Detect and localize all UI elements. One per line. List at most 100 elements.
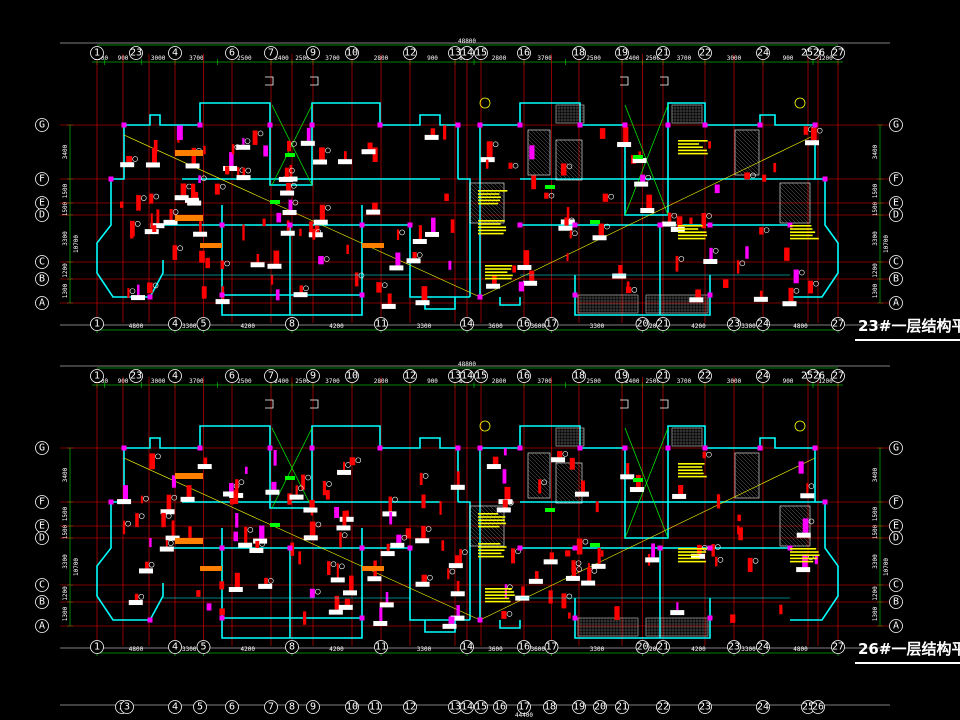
axis-bubble-top-22: 22 [698,46,712,60]
hatch-line [546,129,551,134]
axis-bubble-circle [403,700,417,714]
annotation-block [678,225,708,240]
annotation-block [478,190,508,205]
axis-bubble-circle [264,46,278,60]
axis-bubble-circle [264,369,278,383]
column-tag [672,493,687,499]
column-mark [814,555,818,565]
column-mark [376,282,382,293]
bottom-dimension-value: 4200 [329,323,344,330]
column-mark [521,586,525,596]
axis-bubble-circle [460,700,474,714]
hatch-shaft-3 [734,452,760,499]
hatch-line [469,513,503,547]
column-mark [448,260,452,270]
left-dimension-value: 3300 [62,554,69,569]
column-marker [325,204,331,211]
column-marker [416,252,423,258]
column-mark [502,469,507,484]
axis-label: 24 [757,642,769,653]
column-tag [236,144,251,150]
hatch-line [555,494,565,504]
axis-bubble-circle [698,700,712,714]
column-mark [322,480,327,496]
hatch-line [787,182,811,206]
hatch-line [555,482,577,504]
column-mark [418,225,422,240]
beam-segment [362,566,384,571]
axis-bubble-top-1: 1 [90,46,104,60]
column-mark [450,219,455,233]
hatch-line [734,485,748,499]
column-mark [646,194,653,209]
annotation-line [678,551,707,553]
axis-bubble-top-15: 15 [474,46,488,60]
column-tag [267,263,282,269]
wall-left-south [163,547,470,621]
axis-bubble-row-E: E [35,519,49,533]
bottom-dimension-value: 4200 [329,646,344,653]
axis-label: 8 [289,702,295,713]
axis-bubble-top-23: 23 [129,46,143,60]
annotation-line [678,225,703,227]
axis-bubble-circle [889,118,903,132]
column-marker [201,175,207,182]
column-mark [186,485,192,497]
cropped-next-plan-axes: 2345678910111213141516171819202122232425… [60,700,890,719]
column-mark [242,138,245,145]
column-mark [237,167,240,177]
hatch-line [779,525,801,547]
column-mark [188,526,192,541]
column-tag [238,542,253,548]
column-mark [244,466,248,474]
annotation-line [485,600,511,603]
column-tag [592,235,607,241]
axis-bubble-top-10: 10 [345,369,359,383]
annotation-line [790,228,813,230]
axis-label: 4 [172,319,178,330]
plan-title-23: 23#一层结构平面 [858,317,960,335]
column-mark [512,265,517,273]
annotation-line [478,546,507,548]
column-marker [153,193,160,200]
structural-column [407,545,413,551]
column-mark [597,547,601,564]
axis-bubble-circle [474,369,488,383]
column-mark [723,279,729,288]
column-mark [319,147,325,160]
column-tag [366,209,381,215]
hatch-line [546,452,551,457]
column-mark [534,571,539,579]
balcony-grille-4 [671,427,703,447]
column-tag [174,195,189,201]
column-marker [315,521,322,528]
axis-label: 18 [544,702,556,713]
column-marker [449,568,456,575]
column-mark [171,520,175,536]
axis-bubble-row-E: E [889,519,903,533]
column-tag [313,219,328,225]
left-dimension-value: 1500 [62,201,69,216]
column-mark [715,556,718,567]
column-marker [330,561,337,567]
structural-column [455,122,461,128]
column-mark [456,471,460,485]
axis-bubble-circle [35,595,49,609]
column-mark [122,520,126,535]
column-tag [689,297,704,303]
column-mark [334,595,340,609]
column-mark [560,163,567,176]
axis-bubble-row-C: C [35,255,49,269]
structural-column [359,292,365,298]
column-mark [508,162,513,169]
column-tag [258,583,273,589]
column-mark [447,568,450,580]
column-mark [389,512,393,525]
beam-segment [175,473,203,479]
column-tag [330,577,345,583]
axis-bubble-circle [35,255,49,269]
column-mark [225,166,230,175]
column-mark [151,147,157,163]
axis-bubble-top-4: 4 [168,46,182,60]
